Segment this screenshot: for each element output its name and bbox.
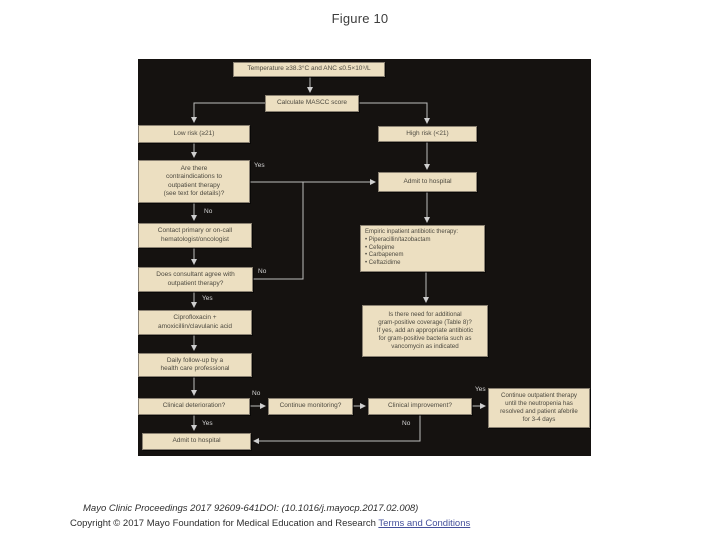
node-calculate-mascc: Calculate MASCC score [265, 95, 359, 112]
copyright-text: Copyright © 2017 Mayo Foundation for Med… [70, 518, 379, 529]
node-consultant-agree: Does consultant agree with outpatient th… [138, 267, 253, 292]
node-continue-monitoring: Continue monitoring? [268, 398, 353, 415]
flowchart-connectors [191, 77, 486, 444]
page-title: Figure 10 [331, 11, 389, 26]
edge-label-no-deterioration: No [252, 390, 261, 397]
node-gram-positive: Is there need for additional gram-positi… [362, 305, 488, 357]
node-ciprofloxacin: Ciprofloxacin + amoxicillin/clavulanic a… [138, 310, 252, 335]
edge-label-yes-improvement: Yes [475, 386, 486, 393]
edge-label-yes-consultant: Yes [202, 295, 213, 302]
terms-and-conditions-link[interactable]: Terms and Conditions [378, 518, 471, 529]
node-clinical-improvement: Clinical improvement? [368, 398, 472, 415]
citation-line: Mayo Clinic Proceedings 2017 92609-641DO… [83, 503, 419, 514]
node-admit-hospital-bottom: Admit to hospital [142, 433, 251, 450]
node-low-risk: Low risk (≥21) [138, 125, 250, 143]
edge-label-no-improvement: No [402, 420, 411, 427]
edge-label-yes-contraindications: Yes [254, 162, 265, 169]
edge-label-yes-deterioration: Yes [202, 420, 213, 427]
flowchart-panel: Temperature ≥38.3°C and ANC ≤0.5×10⁹/L C… [138, 59, 591, 456]
edge-label-no-consultant: No [258, 268, 267, 275]
node-continue-outpatient: Continue outpatient therapy until the ne… [488, 388, 590, 428]
node-high-risk: High risk (<21) [378, 126, 477, 142]
node-temperature-anc: Temperature ≥38.3°C and ANC ≤0.5×10⁹/L [233, 62, 385, 77]
edge-label-no-contraindications: No [204, 208, 213, 215]
node-contraindications: Are there contraindications to outpatien… [138, 160, 250, 203]
node-empiric-inpatient: Empiric inpatient antibiotic therapy: • … [360, 225, 485, 272]
node-contact-hematologist: Contact primary or on-call hematologist/… [138, 223, 252, 248]
node-daily-followup: Daily follow-up by a health care profess… [138, 353, 252, 377]
node-admit-hospital-top: Admit to hospital [378, 172, 477, 192]
copyright-line: Copyright © 2017 Mayo Foundation for Med… [70, 518, 470, 529]
node-clinical-deterioration: Clinical deterioration? [138, 398, 250, 415]
